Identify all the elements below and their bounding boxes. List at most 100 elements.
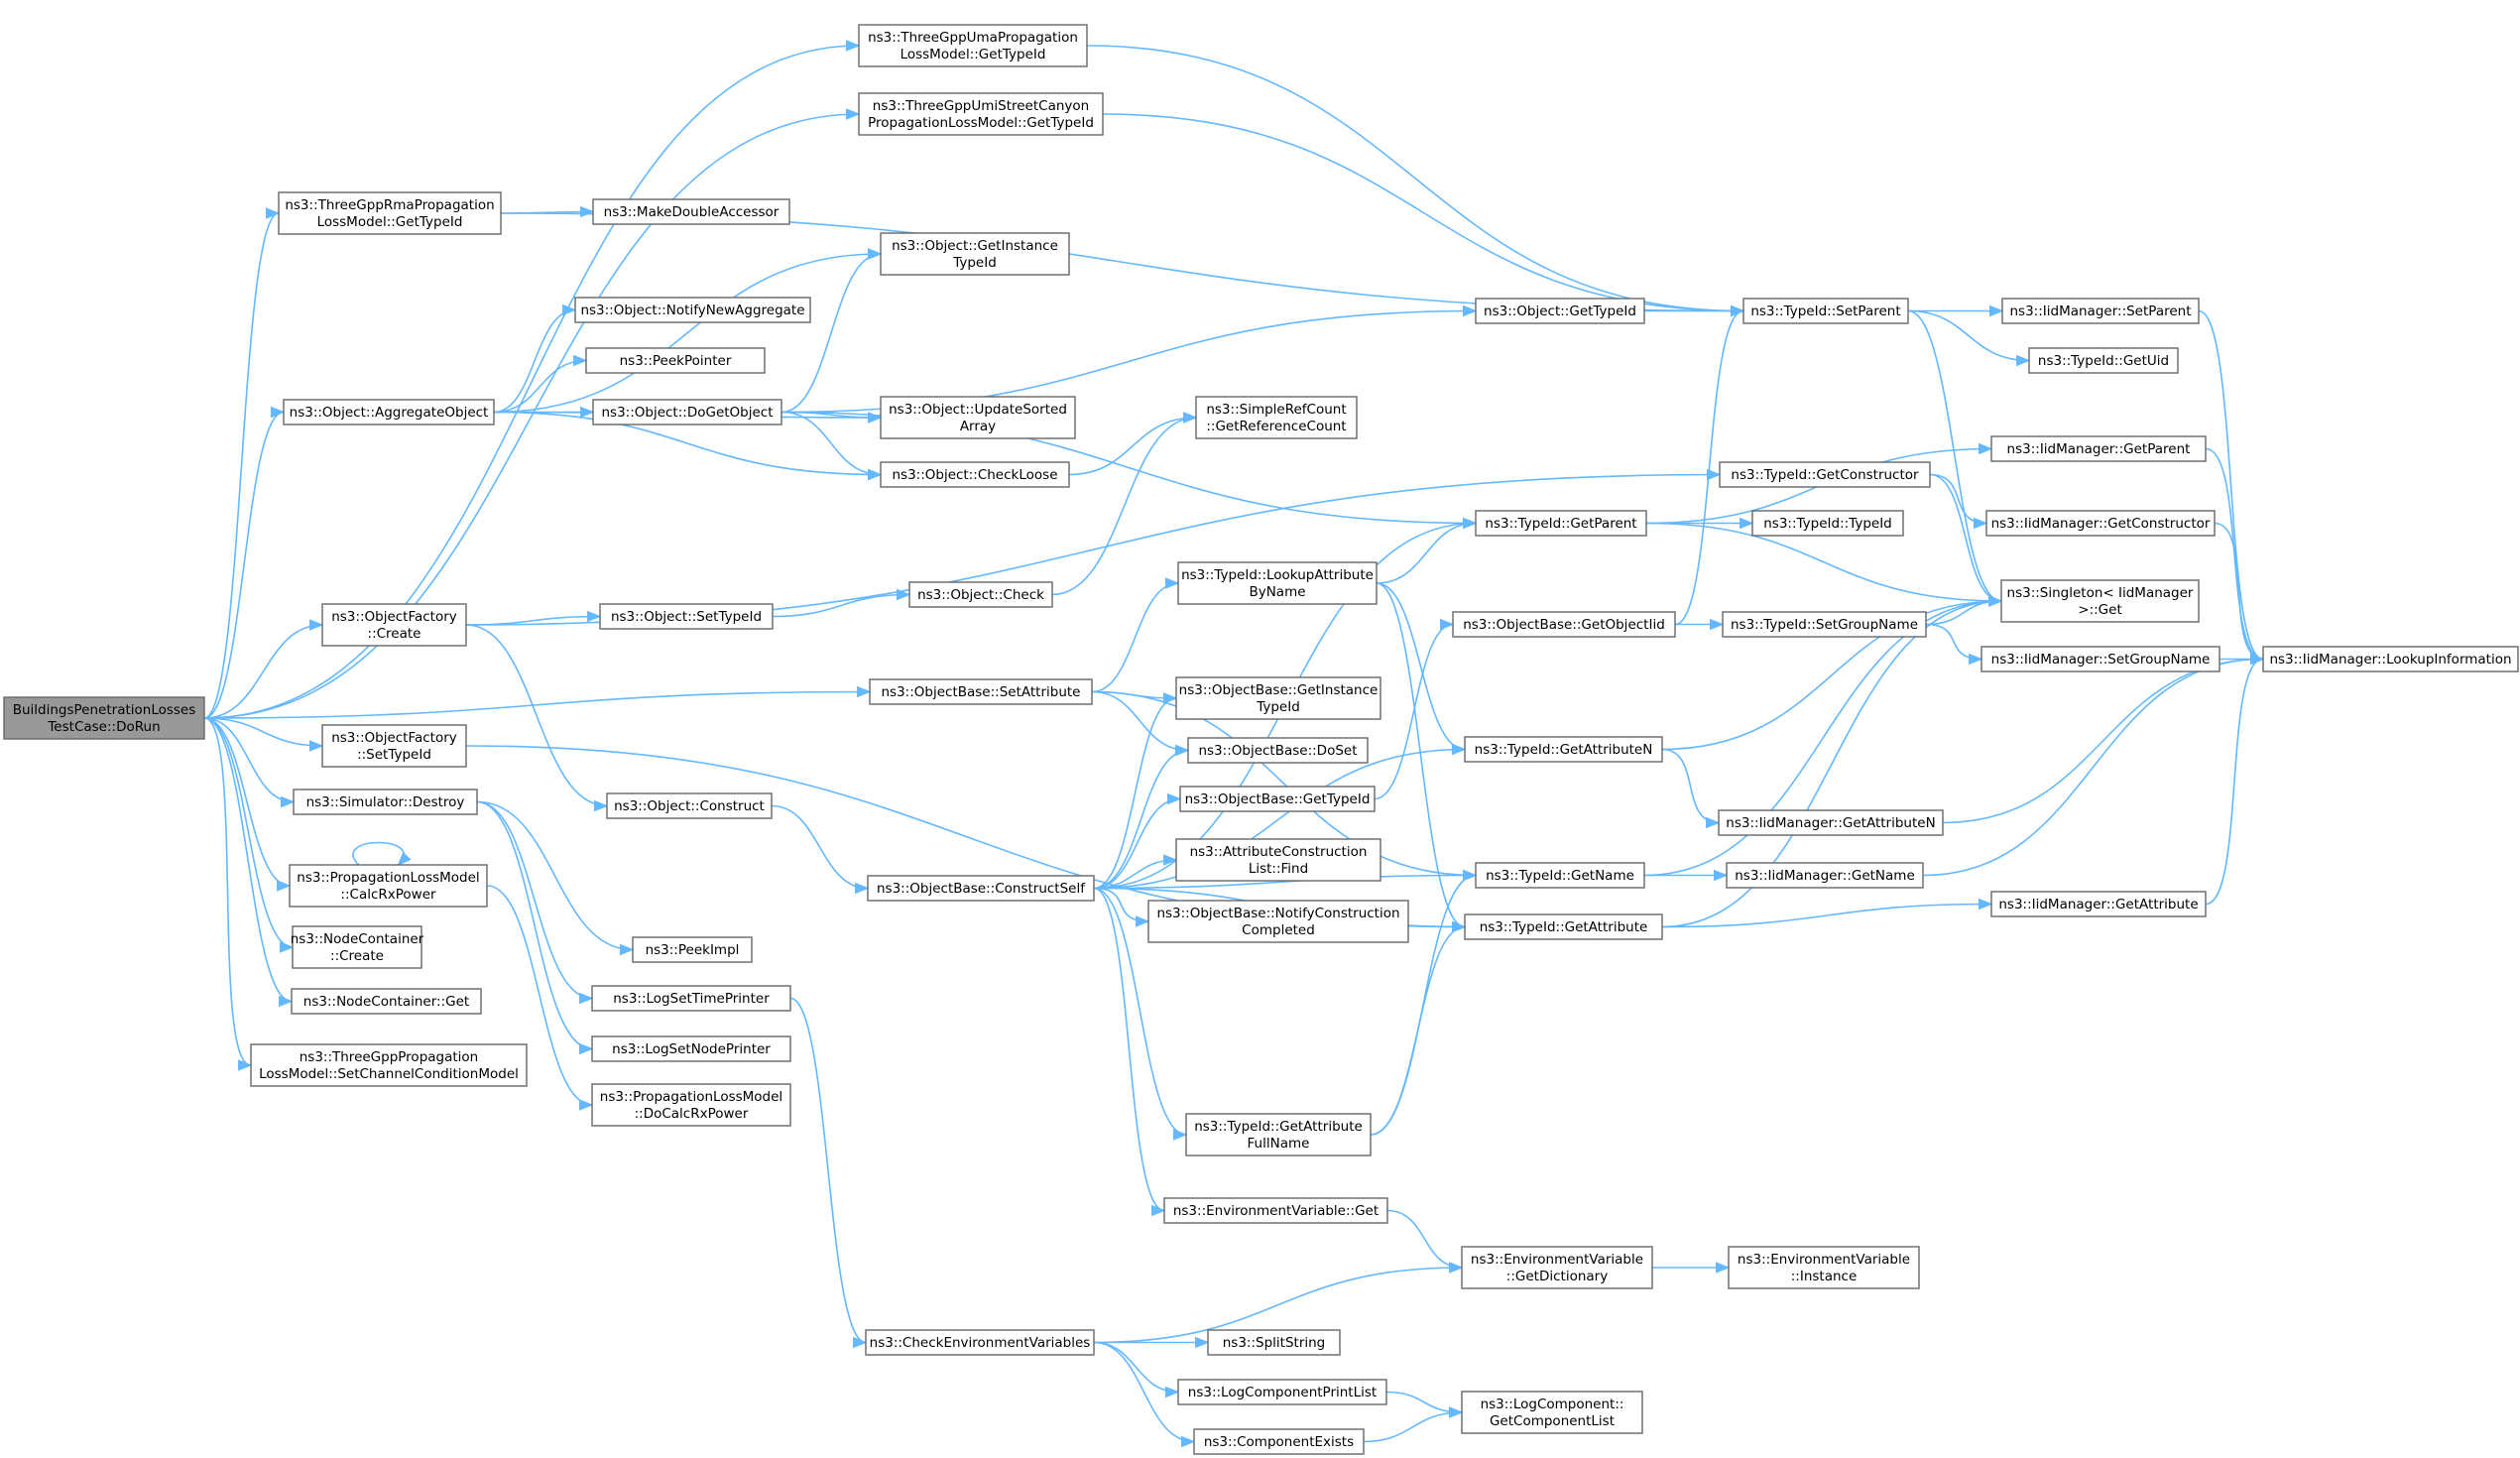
node-tidSetParent[interactable]: ns3::TypeId::SetParent bbox=[1742, 298, 1909, 324]
node-box[interactable] bbox=[3, 696, 205, 740]
node-box[interactable] bbox=[858, 24, 1088, 67]
node-box[interactable] bbox=[1751, 510, 1904, 537]
node-box[interactable] bbox=[2028, 347, 2179, 374]
node-box[interactable] bbox=[1464, 913, 1663, 940]
node-box[interactable] bbox=[1175, 676, 1381, 720]
node-box[interactable] bbox=[592, 399, 782, 425]
node-objGTI[interactable]: ns3::Object::GetTypeId bbox=[1475, 298, 1645, 324]
node-box[interactable] bbox=[1187, 737, 1369, 764]
node-obGetObjIid[interactable]: ns3::ObjectBase::GetObjectIid bbox=[1452, 611, 1676, 638]
node-box[interactable] bbox=[1980, 646, 2220, 672]
node-box[interactable] bbox=[1475, 862, 1645, 889]
node-box[interactable] bbox=[606, 792, 773, 819]
node-box[interactable] bbox=[1718, 809, 1944, 836]
node-ncCreate[interactable]: ns3::NodeContainer::Create bbox=[291, 925, 424, 969]
node-box[interactable] bbox=[1193, 1428, 1365, 1455]
node-ncGet[interactable]: ns3::NodeContainer::Get bbox=[291, 988, 482, 1015]
node-box[interactable] bbox=[293, 789, 478, 815]
node-box[interactable] bbox=[592, 198, 790, 225]
node-box[interactable] bbox=[591, 985, 791, 1012]
node-box[interactable] bbox=[289, 864, 488, 908]
node-box[interactable] bbox=[858, 92, 1104, 136]
node-singleton[interactable]: ns3::Singleton< IidManager>::Get bbox=[2000, 579, 2200, 623]
node-tidGetName[interactable]: ns3::TypeId::GetName bbox=[1475, 862, 1645, 889]
node-box[interactable] bbox=[599, 603, 774, 630]
node-box[interactable] bbox=[632, 936, 753, 963]
node-objConstruct[interactable]: ns3::Object::Construct bbox=[606, 792, 773, 819]
node-ofCreate[interactable]: ns3::ObjectFactory::Create bbox=[321, 603, 467, 647]
node-box[interactable] bbox=[1990, 435, 2207, 462]
node-simDestroy[interactable]: ns3::Simulator::Destroy bbox=[293, 789, 478, 815]
node-umaGT[interactable]: ns3::ThreeGppUmaPropagationLossModel::Ge… bbox=[858, 24, 1088, 67]
node-obDoSet[interactable]: ns3::ObjectBase::DoSet bbox=[1187, 737, 1369, 764]
node-box[interactable] bbox=[1726, 862, 1924, 889]
node-box[interactable] bbox=[1722, 611, 1927, 638]
node-box[interactable] bbox=[2001, 298, 2200, 324]
node-box[interactable] bbox=[880, 232, 1070, 276]
node-ofSetTid[interactable]: ns3::ObjectFactory::SetTypeId bbox=[321, 724, 467, 768]
node-logSetNode[interactable]: ns3::LogSetNodePrinter bbox=[591, 1035, 791, 1062]
node-obSetAttr[interactable]: ns3::ObjectBase::SetAttribute bbox=[869, 678, 1093, 705]
node-box[interactable] bbox=[1163, 1197, 1388, 1224]
node-tgppSetCCM[interactable]: ns3::ThreeGppPropagationLossModel::SetCh… bbox=[250, 1043, 528, 1087]
node-box[interactable] bbox=[574, 297, 811, 323]
node-iidSetGroup[interactable]: ns3::IidManager::SetGroupName bbox=[1980, 646, 2220, 672]
node-box[interactable] bbox=[1464, 736, 1663, 763]
node-mkDbl[interactable]: ns3::MakeDoubleAccessor bbox=[592, 198, 790, 225]
node-objCheck[interactable]: ns3::Object::Check bbox=[908, 581, 1053, 608]
node-doGetObj[interactable]: ns3::Object::DoGetObject bbox=[592, 399, 782, 425]
node-obGetTid[interactable]: ns3::ObjectBase::GetTypeId bbox=[1179, 786, 1376, 812]
node-envInst[interactable]: ns3::EnvironmentVariable::Instance bbox=[1728, 1246, 1920, 1289]
node-objSetTid[interactable]: ns3::Object::SetTypeId bbox=[599, 603, 774, 630]
node-box[interactable] bbox=[865, 1329, 1095, 1356]
node-iidGetCtor[interactable]: ns3::IidManager::GetConstructor bbox=[1985, 510, 2216, 537]
node-box[interactable] bbox=[1719, 461, 1931, 488]
node-plmDoCalc[interactable]: ns3::PropagationLossModel::DoCalcRxPower bbox=[591, 1083, 791, 1127]
node-box[interactable] bbox=[867, 875, 1095, 902]
node-tidGetUid[interactable]: ns3::TypeId::GetUid bbox=[2028, 347, 2179, 374]
node-box[interactable] bbox=[1195, 396, 1358, 439]
node-box[interactable] bbox=[1461, 1391, 1643, 1434]
node-box[interactable] bbox=[321, 724, 467, 768]
node-umiGT[interactable]: ns3::ThreeGppUmiStreetCanyonPropagationL… bbox=[858, 92, 1104, 136]
node-srcGRC[interactable]: ns3::SimpleRefCount::GetReferenceCount bbox=[1195, 396, 1358, 439]
node-lookupInfo[interactable]: ns3::IidManager::LookupInformation bbox=[2262, 646, 2519, 672]
node-splitStr[interactable]: ns3::SplitString bbox=[1207, 1329, 1341, 1356]
node-box[interactable] bbox=[585, 347, 766, 374]
node-box[interactable] bbox=[2262, 646, 2519, 672]
node-box[interactable] bbox=[1177, 561, 1378, 605]
node-box[interactable] bbox=[1207, 1329, 1341, 1356]
node-box[interactable] bbox=[880, 461, 1070, 488]
node-compExists[interactable]: ns3::ComponentExists bbox=[1193, 1428, 1365, 1455]
node-box[interactable] bbox=[1728, 1246, 1920, 1289]
node-box[interactable] bbox=[1461, 1246, 1653, 1289]
node-box[interactable] bbox=[1475, 298, 1645, 324]
node-box[interactable] bbox=[291, 988, 482, 1015]
node-obCtorSelf[interactable]: ns3::ObjectBase::ConstructSelf bbox=[867, 875, 1095, 902]
node-box[interactable] bbox=[591, 1083, 791, 1127]
node-box[interactable] bbox=[1475, 510, 1647, 537]
node-logCPL[interactable]: ns3::LogComponentPrintList bbox=[1177, 1379, 1387, 1405]
node-iidGetName[interactable]: ns3::IidManager::GetName bbox=[1726, 862, 1924, 889]
node-box[interactable] bbox=[250, 1043, 528, 1087]
node-box[interactable] bbox=[1452, 611, 1676, 638]
node-iidGetAttr[interactable]: ns3::IidManager::GetAttribute bbox=[1990, 891, 2207, 917]
node-box[interactable] bbox=[908, 581, 1053, 608]
node-box[interactable] bbox=[1147, 900, 1409, 943]
node-box[interactable] bbox=[1179, 786, 1376, 812]
node-box[interactable] bbox=[292, 925, 422, 969]
node-box[interactable] bbox=[1742, 298, 1909, 324]
node-root[interactable]: BuildingsPenetrationLossesTestCase::DoRu… bbox=[3, 696, 205, 740]
node-peekPtr[interactable]: ns3::PeekPointer bbox=[585, 347, 766, 374]
node-box[interactable] bbox=[1185, 1113, 1372, 1156]
node-tidGetParent[interactable]: ns3::TypeId::GetParent bbox=[1475, 510, 1647, 537]
node-iidSetParent[interactable]: ns3::IidManager::SetParent bbox=[2001, 298, 2200, 324]
node-plmCalc[interactable]: ns3::PropagationLossModel::CalcRxPower bbox=[289, 864, 488, 908]
node-box[interactable] bbox=[278, 191, 502, 235]
node-chkEnv[interactable]: ns3::CheckEnvironmentVariables bbox=[865, 1329, 1095, 1356]
node-tidGetAttr[interactable]: ns3::TypeId::GetAttribute bbox=[1464, 913, 1663, 940]
